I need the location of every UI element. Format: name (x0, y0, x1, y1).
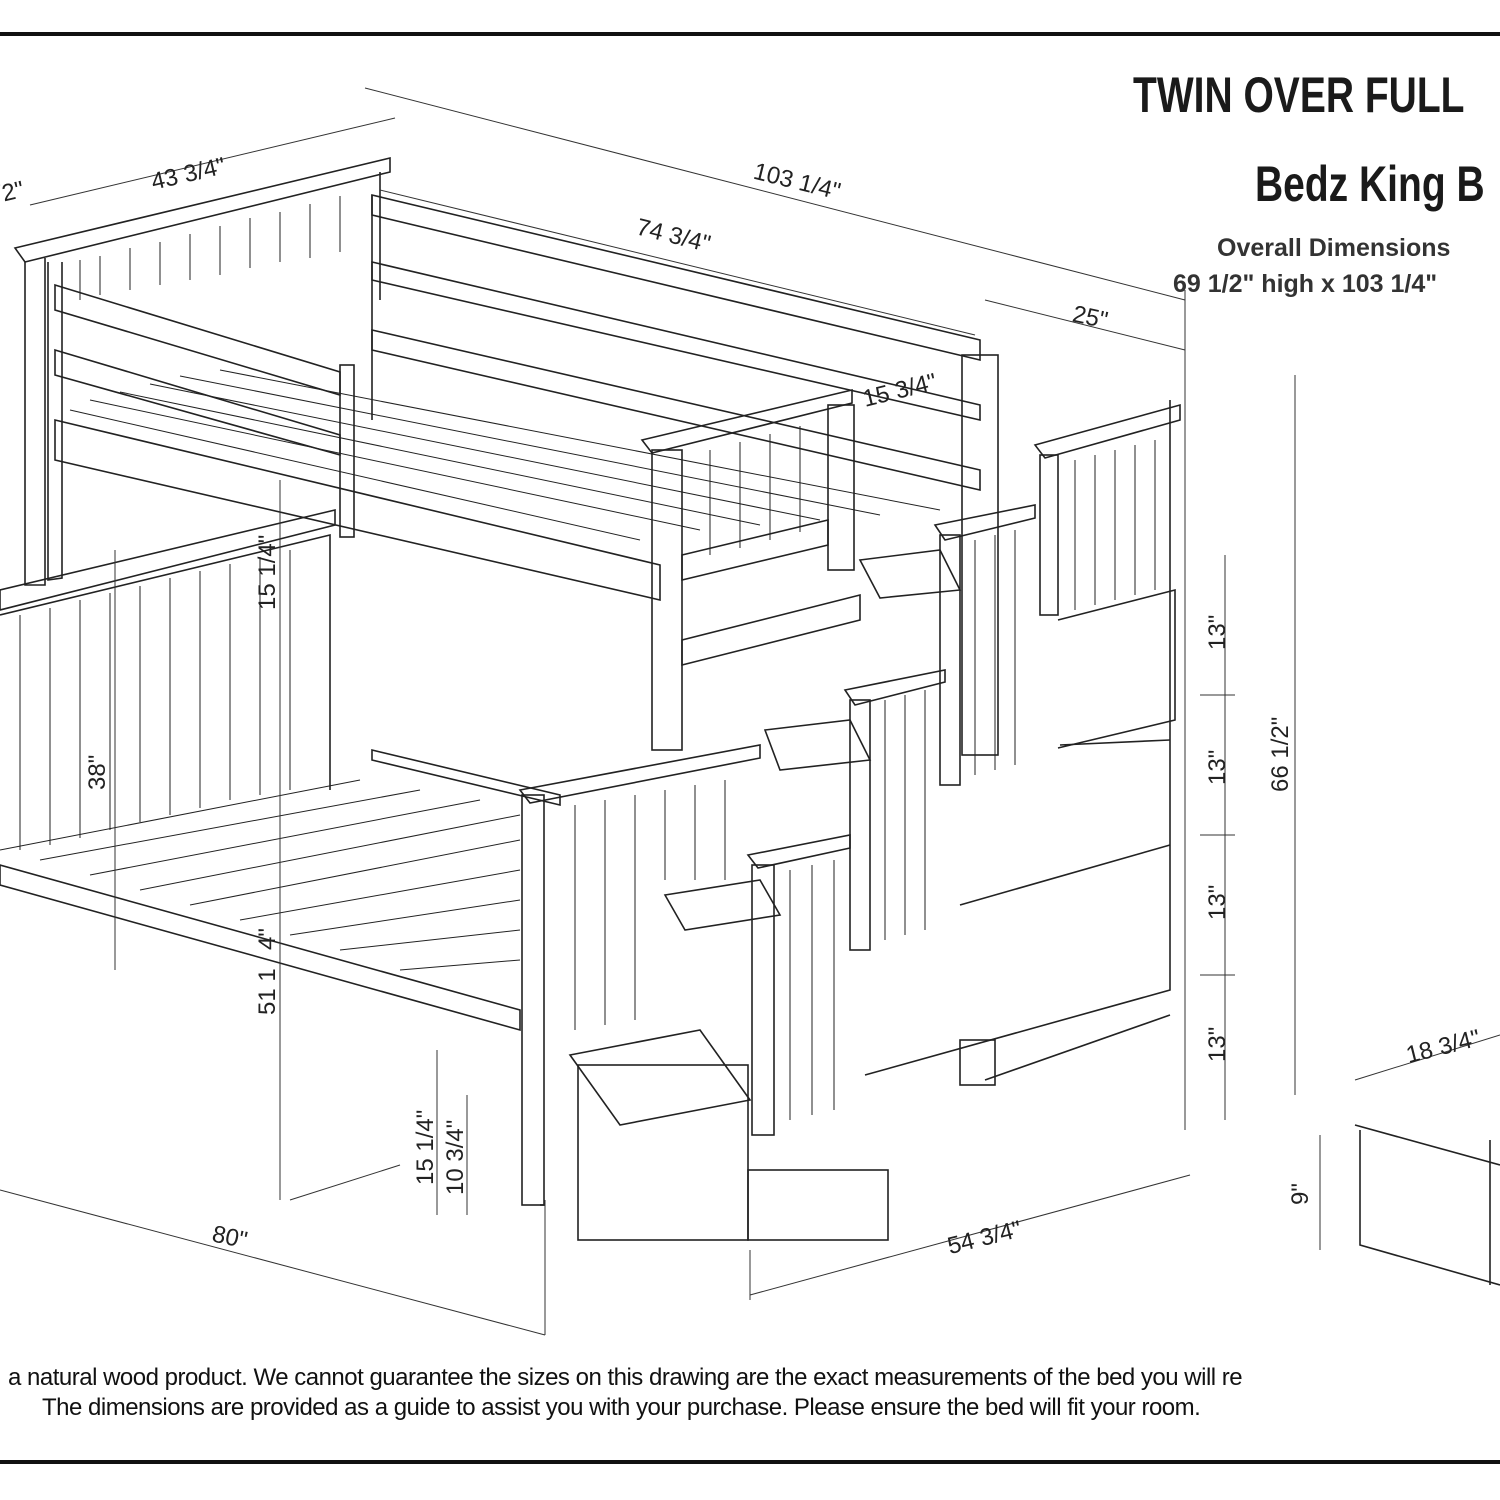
dim-step-2: 13" (1204, 750, 1231, 785)
dim-stair-height: 66 1/2" (1267, 717, 1294, 792)
upper-bunk (13, 156, 999, 756)
lower-bunk (0, 508, 761, 1206)
dim-upper-clearance: 15 1/4" (254, 535, 281, 610)
overall-dimensions-value: 69 1/2" high x 103 1/4" (1173, 270, 1438, 298)
dim-guard-gap: 15 3/4" (860, 368, 940, 412)
dim-overall-length: 103 1/4" (751, 158, 843, 206)
dim-drawer-width: 18 3/4" (1403, 1025, 1483, 1069)
overall-dimensions-label: Overall Dimensions (1217, 234, 1451, 262)
dim-bed-length: 80" (210, 1221, 250, 1255)
dim-top-left-partial: /2" (0, 176, 27, 209)
dim-headboard-width: 43 3/4" (149, 152, 228, 195)
dim-lower-rail: 10 3/4" (442, 1120, 469, 1195)
dimension-labels: /2" 43 3/4" 103 1/4" 74 3/4" 25" 15 3/4"… (0, 152, 1483, 1260)
dim-drawer-height: 9" (1287, 1183, 1314, 1205)
dimension-lines (0, 87, 1500, 1336)
dim-lower-leg: 15 1/4" (412, 1110, 439, 1185)
dim-overall-height-tail: 4" (254, 928, 281, 950)
dim-step-4: 13" (1204, 1027, 1231, 1062)
title: TWIN OVER FULL (1133, 67, 1465, 123)
dim-overall-height-partial: 51 1 (254, 968, 281, 1015)
staircase (568, 400, 1181, 1241)
disclaimer-line-2: The dimensions are provided as a guide t… (42, 1394, 1201, 1421)
dim-step-3: 13" (1204, 885, 1231, 920)
drawer (1354, 1124, 1500, 1286)
dim-rail-length: 74 3/4" (634, 214, 714, 258)
dim-stair-width: 54 3/4" (945, 1216, 1025, 1260)
disclaimer-line-1: a natural wood product. We cannot guaran… (8, 1364, 1243, 1391)
dim-stair-depth: 25" (1070, 301, 1110, 335)
dim-step-1: 13" (1204, 615, 1231, 650)
dim-lower-headboard: 38" (84, 755, 111, 790)
brand: Bedz King B (1255, 156, 1485, 212)
